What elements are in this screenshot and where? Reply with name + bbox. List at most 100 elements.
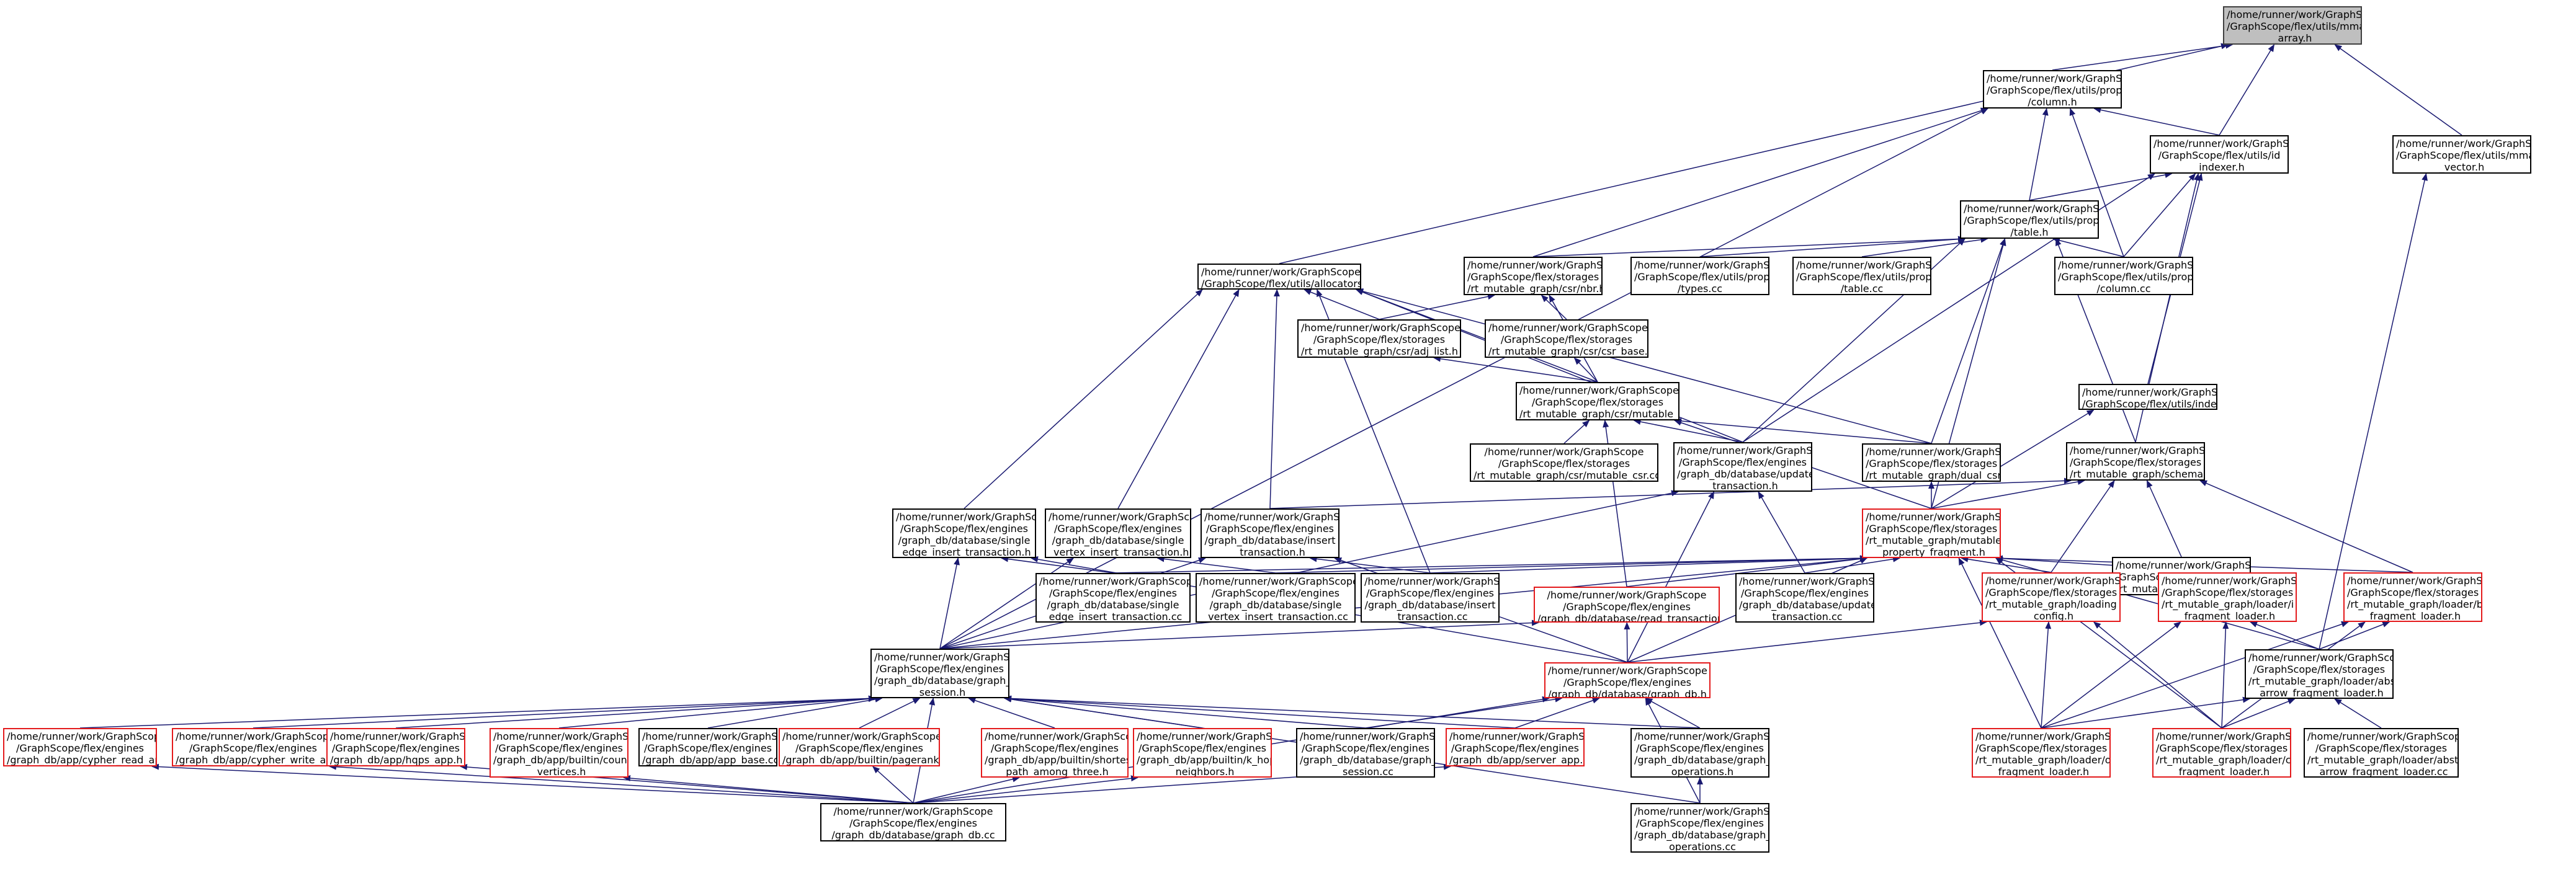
- node-label-line: /GraphScope/flex/utils/mmap: [2227, 20, 2362, 32]
- node-label-line: /graph_db/app/builtin/count: [493, 754, 628, 766]
- node-graph-db-ops-h[interactable]: /home/runner/work/GraphScope/GraphScope/…: [1630, 728, 1769, 778]
- node-label-line: /home/runner/work/GraphScope: [1547, 589, 1707, 601]
- node-csv-loader[interactable]: /home/runner/work/GraphScope/GraphScope/…: [2152, 728, 2291, 778]
- node-label-line: _session.cc: [1338, 766, 1393, 778]
- node-i-fragment-loader[interactable]: /home/runner/work/GraphScope/GraphScope/…: [2158, 572, 2297, 622]
- node-label-line: /GraphScope/flex/engines: [1562, 601, 1691, 613]
- node-graph-db-h[interactable]: /home/runner/work/GraphScope/GraphScope/…: [1544, 662, 1711, 698]
- node-loading-config[interactable]: /home/runner/work/GraphScope/GraphScope/…: [1982, 572, 2121, 622]
- node-basic-fragment-loader[interactable]: /home/runner/work/GraphScope/GraphScope/…: [2343, 572, 2482, 622]
- node-server-app[interactable]: /home/runner/work/GraphScope/GraphScope/…: [1446, 728, 1585, 766]
- edge-mpf-to-schema: [1931, 479, 2085, 509]
- node-label-line: /GraphScope/flex/engines: [1678, 456, 1807, 468]
- node-label-line: /GraphScope/flex/engines: [990, 742, 1119, 754]
- node-single-vertex-h[interactable]: /home/runner/work/GraphScope/GraphScope/…: [1045, 508, 1191, 558]
- edge-dual-csr-to-property-table: [1931, 238, 2006, 444]
- node-single-edge-cc[interactable]: /home/runner/work/GraphScope/GraphScope/…: [1035, 573, 1191, 623]
- node-indexers[interactable]: /home/runner/work/GraphScope/GraphScope/…: [2078, 384, 2217, 410]
- node-types-cc[interactable]: /home/runner/work/GraphScope/GraphScope/…: [1630, 257, 1769, 295]
- node-insert-txn-h[interactable]: /home/runner/work/GraphScope/GraphScope/…: [1201, 508, 1339, 558]
- node-label-line: /GraphScope/flex/utils/mmap: [2396, 149, 2531, 161]
- edge-mpf-to-indexers: [1931, 409, 2095, 509]
- node-label-line: /home/runner/work/GraphScope: [2227, 9, 2362, 20]
- node-label-line: /home/runner/work/GraphScope: [1488, 322, 1648, 334]
- node-csr-base[interactable]: /home/runner/work/GraphScope/GraphScope/…: [1485, 319, 1648, 358]
- node-app-base-cc[interactable]: /home/runner/work/GraphScope/GraphScope/…: [638, 728, 777, 766]
- node-label-line: /graph_db/app/builtin/k_hop: [1137, 754, 1272, 766]
- node-mutable-csr[interactable]: /home/runner/work/GraphScope/GraphScope/…: [1516, 382, 1679, 420]
- node-label-line: /graph_db/database/single: [898, 535, 1031, 546]
- node-label-line: /rt_mutable_graph/csr/mutable_csr.h: [1519, 408, 1679, 420]
- node-shortest-path[interactable]: /home/runner/work/GraphScope/GraphScope/…: [981, 728, 1129, 778]
- node-property-table[interactable]: /home/runner/work/GraphScope/GraphScope/…: [1960, 200, 2099, 239]
- node-odps-loader[interactable]: /home/runner/work/GraphScope/GraphScope/…: [1972, 728, 2111, 778]
- node-label-line: _fragment_loader.h: [2173, 766, 2270, 778]
- node-cypher-write[interactable]: /home/runner/work/GraphScope/GraphScope/…: [172, 728, 334, 766]
- node-adj-list[interactable]: /home/runner/work/GraphScope/GraphScope/…: [1297, 319, 1461, 358]
- node-count-vertices[interactable]: /home/runner/work/GraphScope/GraphScope/…: [490, 728, 628, 778]
- edge-update-txn-to-mutable-csr: [1633, 419, 1743, 443]
- node-hqps-app[interactable]: /home/runner/work/GraphScope/GraphScope/…: [326, 728, 465, 766]
- edge-nbr-to-property-column: [1532, 107, 1988, 257]
- node-label-line: /GraphScope/flex/storages: [1498, 458, 1630, 469]
- node-graph-db-ops-cc[interactable]: /home/runner/work/GraphScope/GraphScope/…: [1630, 803, 1769, 853]
- node-nbr[interactable]: /home/runner/work/GraphScope/GraphScope/…: [1464, 257, 1603, 295]
- node-dual-csr[interactable]: /home/runner/work/GraphScope/GraphScope/…: [1862, 443, 2001, 482]
- node-label-line: /home/runner/work/GraphScope: [1634, 806, 1769, 817]
- node-label-line: /table.h: [2010, 226, 2049, 238]
- node-label-line: /home/runner/work/GraphScope: [1519, 384, 1679, 396]
- node-schema[interactable]: /home/runner/work/GraphScope/GraphScope/…: [2066, 442, 2205, 481]
- node-single-edge-h[interactable]: /home/runner/work/GraphScope/GraphScope/…: [892, 508, 1036, 558]
- node-label-line: /GraphScope/flex/utils/property: [1634, 271, 1769, 283]
- node-label-line: /home/runner/work/GraphScope: [1866, 446, 2001, 458]
- edge-csv-loader-to-i-fragment-loader: [2221, 621, 2229, 729]
- node-mutable-csr-cc[interactable]: /home/runner/work/GraphScope/GraphScope/…: [1470, 443, 1658, 482]
- node-label-line: /GraphScope/flex/utils/property: [2058, 271, 2193, 283]
- node-abstract-loader-cc[interactable]: /home/runner/work/GraphScope/GraphScope/…: [2304, 728, 2459, 778]
- edge-graph-db-cc-to-cypher-write: [329, 763, 914, 804]
- node-id-indexer[interactable]: /home/runner/work/GraphScope/GraphScope/…: [2150, 135, 2289, 174]
- node-update-txn[interactable]: /home/runner/work/GraphScope/GraphScope/…: [1673, 442, 1812, 492]
- node-pagerank[interactable]: /home/runner/work/GraphScope/GraphScope/…: [779, 728, 940, 766]
- node-abstract-loader-h[interactable]: /home/runner/work/GraphScope/GraphScope/…: [2245, 649, 2394, 699]
- node-label-line: _session.h: [914, 686, 966, 698]
- node-label-line: /GraphScope/flex/engines: [875, 663, 1004, 675]
- edge-count-vertices-to-graph-db-session-h: [558, 696, 876, 729]
- edge-property-table-to-id-indexer: [2029, 172, 2173, 201]
- node-label-line: /rt_mutable_graph/loading: [1985, 598, 2117, 610]
- edge-update-txn-cc-to-mpf: [1804, 556, 1900, 574]
- node-column-cc[interactable]: /home/runner/work/GraphScope/GraphScope/…: [2054, 257, 2193, 295]
- node-label-line: _vertex_insert_transaction.cc: [1203, 611, 1348, 623]
- node-label-line: /home/runner/work/GraphScope: [1548, 665, 1707, 677]
- node-k-hop[interactable]: /home/runner/work/GraphScope/GraphScope/…: [1133, 728, 1272, 778]
- node-graph-db-session-cc[interactable]: /home/runner/work/GraphScope/GraphScope/…: [1296, 728, 1435, 778]
- node-label-line: /GraphScope/flex/engines: [1740, 587, 1869, 599]
- node-property-column[interactable]: /home/runner/work/GraphScope/GraphScope/…: [1983, 70, 2122, 109]
- node-label-line: /home/runner/work/GraphScope: [2153, 138, 2289, 149]
- node-read-txn[interactable]: /home/runner/work/GraphScope/GraphScope/…: [1534, 587, 1720, 623]
- node-single-vertex-cc[interactable]: /home/runner/work/GraphScope/GraphScope/…: [1196, 573, 1356, 623]
- node-graph-db-cc[interactable]: /home/runner/work/GraphScope/GraphScope/…: [820, 803, 1006, 841]
- node-label-line: /home/runner/work/GraphScope: [1866, 511, 2001, 523]
- node-mpf[interactable]: /home/runner/work/GraphScope/GraphScope/…: [1862, 508, 2001, 558]
- node-label-line: /home/runner/work/GraphScope: [2058, 259, 2193, 271]
- node-label-line: /home/runner/work/GraphScope: [1364, 575, 1500, 587]
- node-label-line: /rt_mutable_graph/loader/abstract: [2248, 675, 2394, 687]
- node-label-line: /rt_mutable_graph/dual_csr.h: [1866, 469, 2001, 481]
- edge-graph-db-cc-to-shortest-path: [913, 776, 1020, 804]
- node-label-line: /graph_db/database/update: [1739, 599, 1874, 611]
- node-label-line: /graph_db/database/graph_db: [1300, 754, 1435, 766]
- node-mmap-array[interactable]: /home/runner/work/GraphScope/GraphScope/…: [2223, 6, 2362, 45]
- node-label-line: /home/runner/work/GraphScope: [1484, 446, 1644, 458]
- node-cypher-read[interactable]: /home/runner/work/GraphScope/GraphScope/…: [3, 728, 157, 766]
- node-allocators[interactable]: /home/runner/work/GraphScope/GraphScope/…: [1197, 264, 1361, 290]
- node-mmap-vector[interactable]: /home/runner/work/GraphScope/GraphScope/…: [2392, 135, 2531, 174]
- edge-single-edge-cc-to-mpf: [1112, 555, 1867, 574]
- node-label-line: /graph_db/database/graph_db: [874, 675, 1009, 686]
- node-update-txn-cc[interactable]: /home/runner/work/GraphScope/GraphScope/…: [1735, 573, 1874, 623]
- node-table-cc[interactable]: /home/runner/work/GraphScope/GraphScope/…: [1792, 257, 1931, 295]
- node-label-line: /home/runner/work/GraphScope: [1677, 445, 1812, 456]
- node-graph-db-session-h[interactable]: /home/runner/work/GraphScope/GraphScope/…: [870, 649, 1009, 698]
- node-insert-txn-cc[interactable]: /home/runner/work/GraphScope/GraphScope/…: [1361, 573, 1500, 623]
- edge-single-vertex-h-to-allocators: [1117, 289, 1240, 509]
